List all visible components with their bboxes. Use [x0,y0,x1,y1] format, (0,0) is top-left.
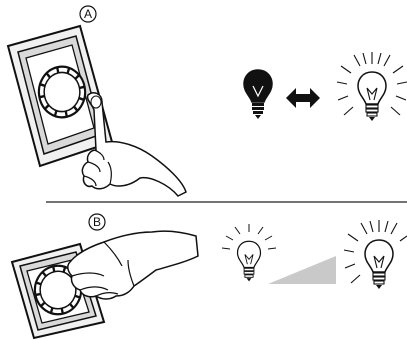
step-marker-a-label: A [84,7,92,21]
double-arrow-icon [286,88,320,108]
hand-turn-icon [68,231,198,299]
bulb-on-icon [337,52,407,121]
bulb-dim-icon [222,224,276,281]
bulb-off-icon [244,70,272,119]
step-marker-b-label: B [93,215,101,229]
step-a: A [8,6,407,196]
step-marker-b: B [89,214,105,230]
bulb-bright-icon [344,220,407,289]
brightness-ramp-icon [268,256,336,284]
hand-press-icon [82,93,186,196]
step-b: B [12,214,407,338]
step-marker-a: A [80,6,96,22]
